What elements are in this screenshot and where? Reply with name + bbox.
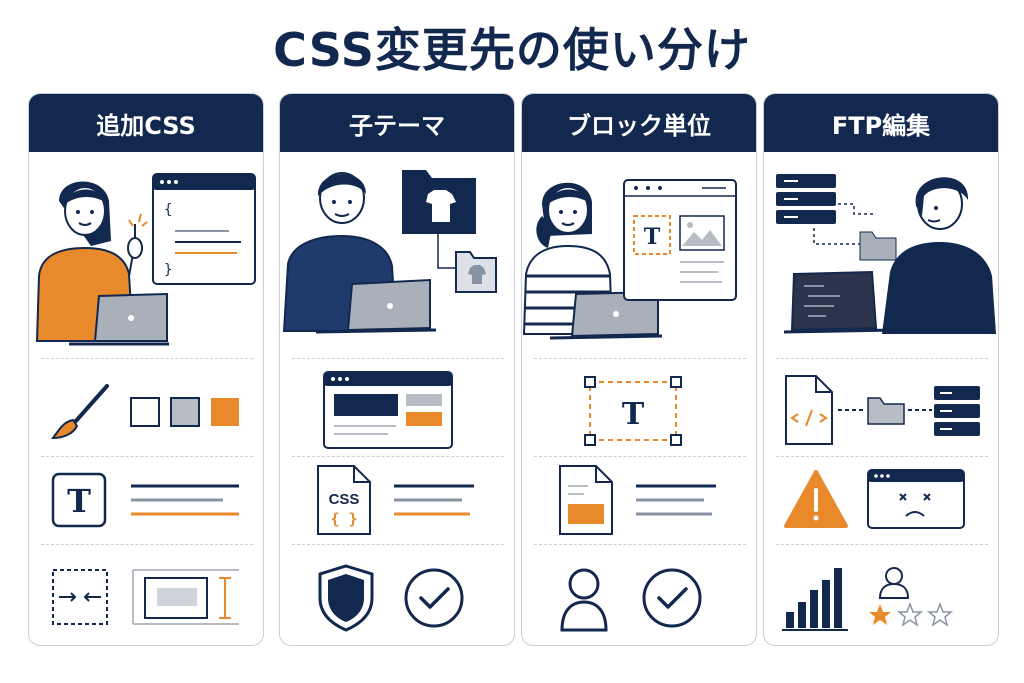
man-laptop-illustration	[282, 172, 437, 334]
server-icon	[776, 174, 836, 224]
rating-icon	[869, 567, 954, 627]
text-glyph: T	[622, 397, 645, 432]
code-editor-window-icon: { }	[152, 173, 256, 285]
divider	[292, 358, 504, 359]
card-header: 追加CSS	[29, 94, 263, 152]
text-panel: T	[29, 460, 263, 542]
child-theme-folder-icon	[455, 251, 497, 293]
page-title: CSS変更先の使い分け	[273, 23, 751, 77]
illustration-panel: { }	[29, 156, 263, 356]
bar-chart-icon	[782, 568, 848, 631]
divider	[776, 544, 988, 545]
divider	[41, 544, 253, 545]
divider	[292, 544, 504, 545]
user-icon	[560, 568, 608, 632]
selected-text-block-icon: T	[584, 376, 682, 446]
risk-panel	[764, 460, 998, 542]
illustration-panel: T	[522, 156, 756, 356]
divider	[776, 456, 988, 457]
document-panel	[522, 460, 756, 542]
skill-panel	[764, 550, 998, 642]
folder-icon	[859, 231, 897, 261]
text-glyph: T	[67, 482, 91, 520]
folder-icon	[867, 397, 905, 425]
safety-panel	[280, 550, 514, 642]
text-type-icon: T	[51, 472, 107, 528]
shield-icon	[318, 564, 374, 632]
code-brace-open: {	[164, 202, 172, 218]
css-file-label: CSS	[329, 491, 360, 508]
spacing-arrows-icon	[52, 569, 108, 625]
card-ftp-edit: FTP編集	[763, 93, 999, 646]
card-header: FTP編集	[764, 94, 998, 152]
man-laptop-illustration	[783, 177, 996, 334]
card-additional-css: 追加CSS	[28, 93, 264, 646]
style-panel	[29, 364, 263, 454]
text-lines-icon	[636, 484, 716, 516]
code-brace-close: }	[164, 262, 172, 278]
divider	[41, 358, 253, 359]
layout-panel	[29, 550, 263, 642]
block-panel: T	[522, 364, 756, 454]
divider	[41, 456, 253, 457]
user-panel	[522, 550, 756, 642]
divider	[292, 456, 504, 457]
paintbrush-icon	[50, 384, 109, 440]
check-circle-icon	[404, 568, 464, 628]
block-editor-window-icon: T	[623, 179, 737, 301]
layout-panel	[280, 364, 514, 454]
check-circle-icon	[642, 568, 702, 628]
illustration-panel	[764, 156, 998, 356]
server-icon	[934, 386, 980, 436]
css-braces: { }	[330, 510, 357, 528]
transfer-panel	[764, 364, 998, 454]
text-lines-icon	[394, 484, 474, 516]
color-swatch-icons	[130, 397, 239, 427]
woman-laptop-illustration	[522, 182, 663, 340]
woman-laptop-illustration	[35, 181, 169, 346]
card-block-level: ブロック単位	[521, 93, 757, 646]
divider	[776, 358, 988, 359]
css-file-icon: CSS { }	[317, 465, 371, 535]
css-file-panel: CSS { }	[280, 460, 514, 542]
error-browser-icon	[867, 469, 965, 529]
text-glyph: T	[644, 224, 661, 250]
divider	[534, 358, 746, 359]
divider	[534, 544, 746, 545]
theme-folder-icon	[402, 170, 476, 234]
warning-icon	[784, 470, 848, 528]
text-lines-icon	[131, 484, 239, 516]
code-file-icon	[785, 375, 833, 445]
card-header: 子テーマ	[280, 94, 514, 152]
browser-layout-icon	[323, 371, 453, 449]
illustration-panel	[280, 156, 514, 356]
card-header: ブロック単位	[522, 94, 756, 152]
layout-box-icon	[132, 569, 239, 625]
card-child-theme: 子テーマ	[279, 93, 515, 646]
document-icon	[559, 465, 613, 535]
divider	[534, 456, 746, 457]
